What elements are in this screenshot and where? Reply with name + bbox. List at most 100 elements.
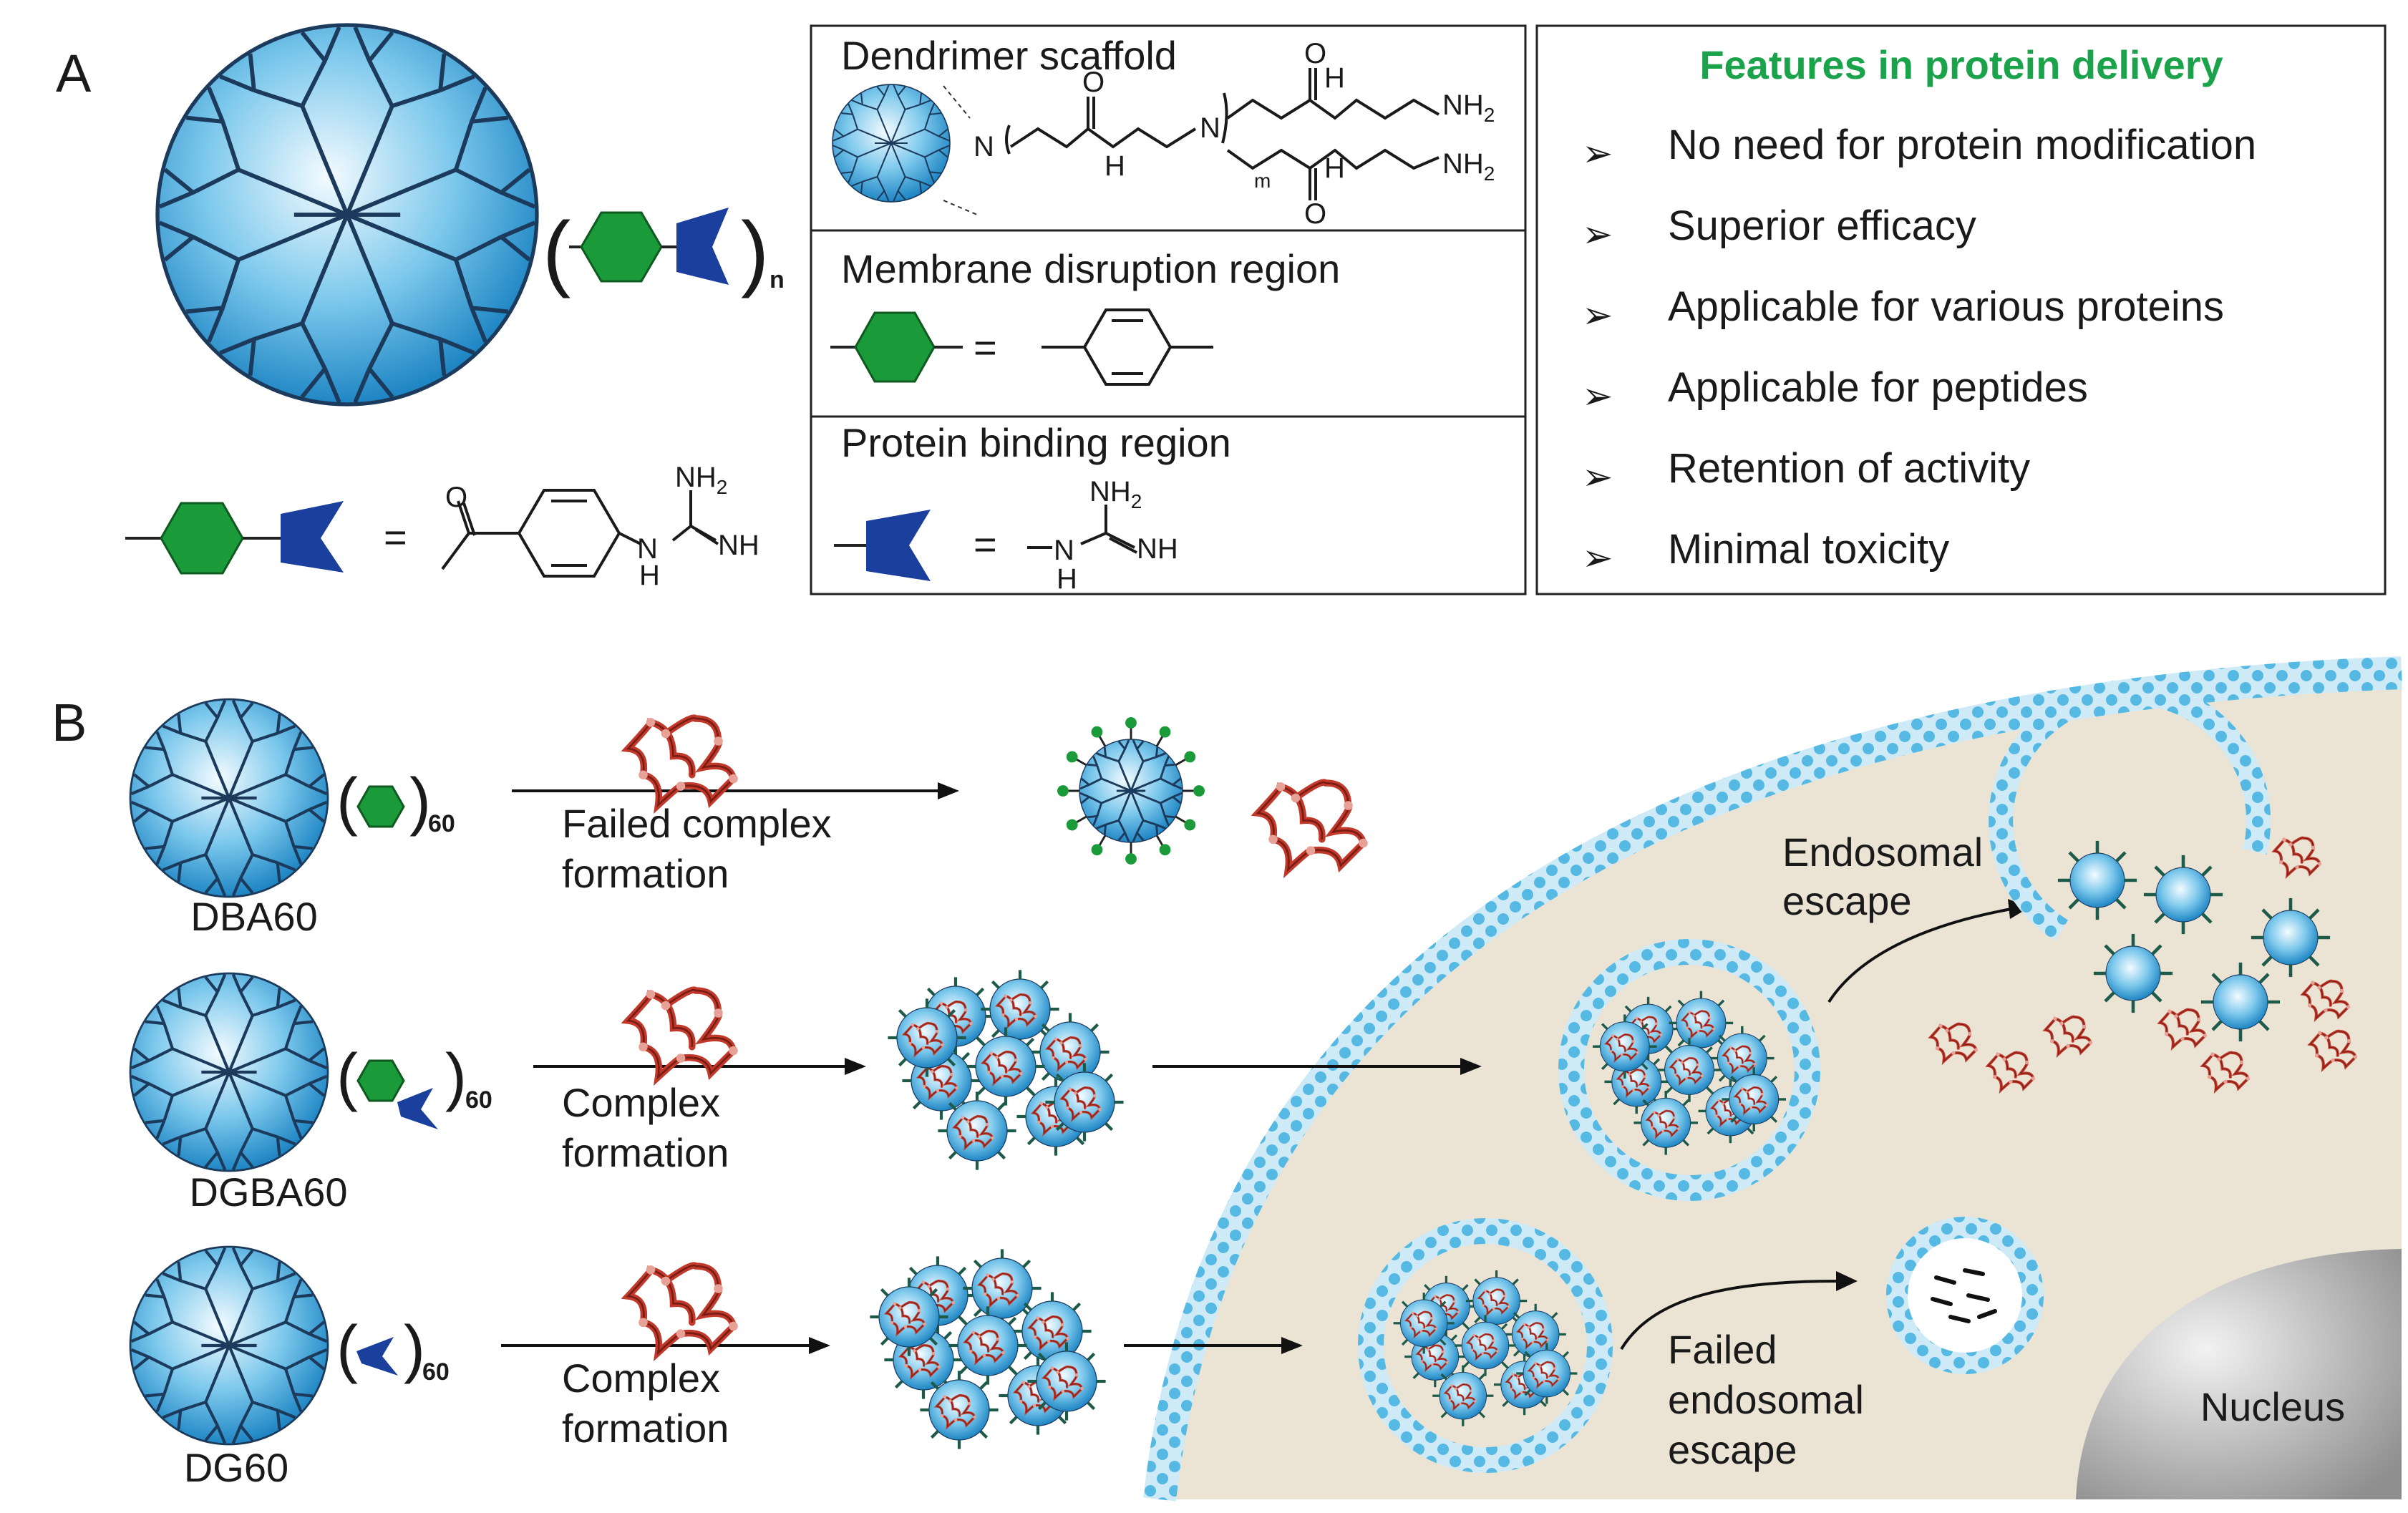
nucleus-label: Nucleus: [2200, 1384, 2345, 1429]
scaffold-n: N: [974, 131, 994, 162]
legend-hexagon-icon: [160, 502, 244, 575]
protein-icon: [1733, 1086, 1768, 1116]
membrane-equals: =: [974, 325, 997, 370]
panel-b-letter: B: [52, 693, 87, 752]
scaffold-nh2-bottom: NH2: [1442, 148, 1495, 185]
protein-icon: [1443, 1383, 1477, 1411]
panel-a-middle-box: Dendrimer scaffold N O H N m: [810, 24, 1527, 595]
dendrimer-dgba60: [129, 972, 329, 1172]
svg-text:(: (: [336, 1313, 358, 1385]
protein-icon: [1404, 1310, 1437, 1339]
dba60-free-dendrimer: [1057, 717, 1205, 865]
protein-icon: [1044, 1036, 1087, 1072]
protein-icon: [1645, 1109, 1680, 1139]
legend-structure: [441, 489, 719, 578]
ruptured-endosome: [1928, 680, 2358, 1094]
guanidine-nh: NH: [1137, 533, 1178, 565]
protein-icon: [1026, 1315, 1069, 1351]
svg-text:Complex: Complex: [562, 1080, 720, 1125]
dba60-label: DBA60: [190, 894, 317, 939]
row-dgba60: ( ) 60 DGBA60 Complex formation Endosoma…: [129, 680, 2358, 1215]
protein-icon: [980, 1050, 1023, 1086]
protein-icon: [994, 993, 1037, 1029]
protein-icon: [1928, 1022, 1979, 1066]
svg-text:): ): [445, 1041, 467, 1113]
conjugate-subscript: n: [770, 266, 785, 293]
endosome-1: [1558, 939, 1820, 1201]
row-dg60: ( ) 60 DG60 Complex formation Failed end…: [129, 1217, 2044, 1490]
feature-bullet-icon: ➢: [1582, 295, 1613, 336]
protein-icon: [901, 1021, 944, 1058]
protein-icon: [621, 1262, 738, 1362]
dgba60-hexagon-icon: [356, 1059, 405, 1102]
protein-icon: [962, 1329, 1005, 1366]
svg-text:Endosomal: Endosomal: [1782, 830, 1983, 875]
protein-icon: [2042, 1015, 2093, 1059]
nucleus: [2076, 1249, 2402, 1499]
protein-icon: [1985, 1051, 2036, 1094]
scaffold-h1: H: [1105, 150, 1125, 182]
protein-icon: [1059, 1086, 1102, 1122]
svg-text:formation: formation: [562, 1130, 729, 1175]
protein-icon: [883, 1300, 926, 1337]
scaffold-o3: O: [1304, 198, 1326, 230]
dgba60-flag-icon: [397, 1088, 438, 1129]
svg-text:60: 60: [465, 1086, 492, 1114]
scaffold-n2: N: [1200, 112, 1220, 144]
feature-item: Minimal toxicity: [1668, 526, 1949, 573]
dendrimer-dba60: [129, 698, 329, 898]
membrane-box-title: Membrane disruption region: [841, 246, 1340, 291]
features-title: Features in protein delivery: [1699, 42, 2223, 87]
svg-text:60: 60: [428, 810, 455, 837]
scaffold-h3: H: [1324, 152, 1345, 184]
protein-icon: [933, 1393, 976, 1430]
feature-bullet-icon: ➢: [1582, 133, 1613, 175]
svg-text:60: 60: [422, 1358, 450, 1386]
protein-icon: [1515, 1322, 1549, 1351]
svg-text:(: (: [336, 766, 358, 837]
protein-icon: [1604, 1033, 1639, 1063]
svg-text:): ): [741, 205, 769, 299]
svg-text:): ): [404, 1313, 425, 1385]
protein-icon: [1527, 1361, 1560, 1389]
protein-icon: [951, 1114, 994, 1151]
feature-item: Applicable for peptides: [1668, 364, 2088, 411]
binding-equals: =: [974, 522, 997, 567]
svg-text:(: (: [543, 205, 571, 299]
panel-a-letter: A: [56, 44, 92, 103]
scaffold-structure: [1005, 68, 1440, 200]
legend-o: O: [445, 482, 467, 513]
protein-icon: [2157, 1008, 2208, 1051]
legend-nh-h: H: [639, 560, 660, 591]
legend-equals: =: [384, 515, 407, 560]
legend-nh: NH: [718, 530, 759, 561]
endosome-2: [1358, 1218, 1613, 1473]
escaped-dendrimer: [2251, 897, 2331, 978]
dgba60-label: DGBA60: [190, 1169, 348, 1215]
escaped-dendrimer: [2143, 855, 2223, 935]
scaffold-dendrimer-icon: [832, 84, 951, 203]
svg-text:formation: formation: [562, 851, 729, 896]
svg-text:(: (: [336, 1041, 358, 1113]
protein-icon: [1465, 1333, 1499, 1361]
guanidine-h: H: [1057, 563, 1077, 595]
dendrimer-dg60: [129, 1245, 329, 1446]
escaped-dendrimer: [2200, 962, 2281, 1042]
scaffold-box-title: Dendrimer scaffold: [841, 33, 1177, 78]
feature-item: Retention of activity: [1668, 445, 2030, 492]
protein-icon: [2300, 979, 2351, 1023]
protein-icon: [1722, 1045, 1757, 1075]
scaffold-o2: O: [1304, 38, 1326, 69]
svg-text:escape: escape: [1668, 1427, 1797, 1472]
svg-text:formation: formation: [562, 1406, 729, 1451]
membrane-disruption-hexagon-icon: [580, 211, 663, 283]
svg-text:): ): [409, 766, 431, 837]
conjugate-legend: = O N H NH2 NH: [125, 462, 759, 591]
feature-bullet-icon: ➢: [1582, 376, 1613, 417]
conjugate-unit: ( ) n: [543, 205, 785, 299]
protein-icon: [1680, 1010, 1715, 1040]
protein-icon: [1041, 1365, 1084, 1401]
escaped-dendrimer: [2057, 840, 2137, 920]
protein-icon: [621, 986, 738, 1086]
dendrimer-large: [155, 23, 539, 407]
